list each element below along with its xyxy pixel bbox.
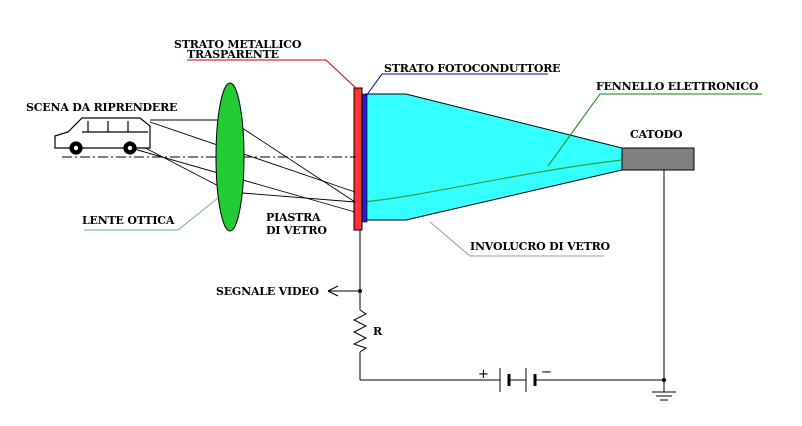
photoconductive-layer	[361, 93, 368, 223]
label-resistor: R	[373, 325, 383, 338]
resistor-icon	[352, 309, 368, 353]
leader-photo	[365, 73, 548, 97]
label-scena: SCENA DA RIPRENDERE	[26, 101, 177, 114]
label-plus: +	[478, 367, 489, 382]
circuit-wires	[328, 170, 665, 392]
car-icon	[54, 117, 151, 155]
electron-beam	[363, 159, 623, 203]
label-catodo: CATODO	[630, 128, 683, 141]
cathode	[621, 147, 695, 171]
leader-lines	[84, 59, 762, 257]
metal-layer	[353, 87, 363, 231]
light-rays	[119, 119, 356, 213]
glass-envelope	[365, 93, 623, 221]
battery-icon	[498, 368, 552, 392]
leader-lens	[84, 197, 219, 231]
label-segnale-video: SEGNALE VIDEO	[216, 285, 319, 298]
junction-dot	[358, 289, 362, 293]
label-piastra-2: DI VETRO	[266, 224, 327, 237]
junction-dot	[662, 378, 666, 382]
label-minus: −	[541, 365, 552, 380]
optical-lens	[215, 82, 245, 232]
label-fennello-elettronico: FENNELLO ELETTRONICO	[596, 80, 759, 93]
label-strato-metallico-2: TRASPARENTE	[187, 48, 279, 61]
label-lente-ottica: LENTE OTTICA	[82, 214, 175, 227]
label-piastra-1: PIASTRA	[266, 211, 321, 224]
arrow-left-icon	[327, 285, 339, 297]
label-strato-fotoconduttore: STRATO FOTOCONDUTTORE	[384, 62, 560, 75]
label-involucro: INVOLUCRO DI VETRO	[470, 240, 611, 253]
leader-envelope	[429, 221, 604, 257]
ground-icon	[652, 391, 676, 401]
leader-beam	[547, 93, 762, 167]
leader-metal	[187, 59, 359, 91]
label-strato-metallico-1: STRATO METALLICO	[174, 38, 302, 51]
